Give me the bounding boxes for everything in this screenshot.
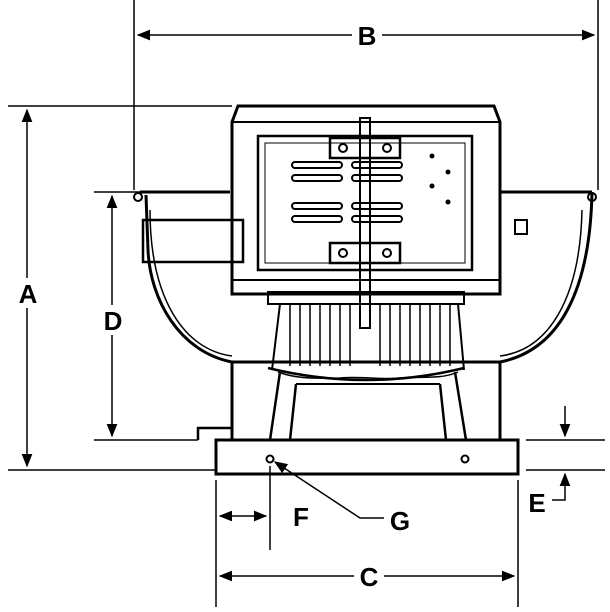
motor-shaft xyxy=(359,117,371,329)
label-d: D xyxy=(104,306,123,336)
mounting-hole-left xyxy=(265,454,275,464)
housing-hook-left xyxy=(133,192,143,202)
housing-hook-right xyxy=(587,192,597,202)
rivets xyxy=(429,153,451,205)
fan-wheel xyxy=(267,291,465,382)
inlet-cone xyxy=(268,371,468,441)
housing-bowl-inner xyxy=(149,209,583,357)
label-backgrounds xyxy=(16,20,384,591)
base-step xyxy=(196,426,232,440)
motor-panel xyxy=(256,134,474,272)
label-c: C xyxy=(360,562,379,592)
latch xyxy=(514,219,528,235)
louver-slots xyxy=(291,161,403,223)
base-curb xyxy=(214,438,520,476)
housing-bowl xyxy=(140,190,594,364)
label-e: E xyxy=(528,488,545,518)
label-f: F xyxy=(293,502,309,532)
label-b: B xyxy=(358,21,377,51)
leader-g xyxy=(273,461,384,519)
fan-unit xyxy=(133,104,597,476)
bottom-bearing xyxy=(328,241,402,265)
dim-line-e-bottom xyxy=(552,472,571,501)
motor-hood xyxy=(230,104,502,296)
hood-base xyxy=(231,279,501,295)
junction-box xyxy=(141,218,245,264)
mounting-hole-right xyxy=(460,454,470,464)
label-a: A xyxy=(19,279,38,309)
label-g: G xyxy=(390,506,410,536)
top-bearing xyxy=(328,136,402,160)
